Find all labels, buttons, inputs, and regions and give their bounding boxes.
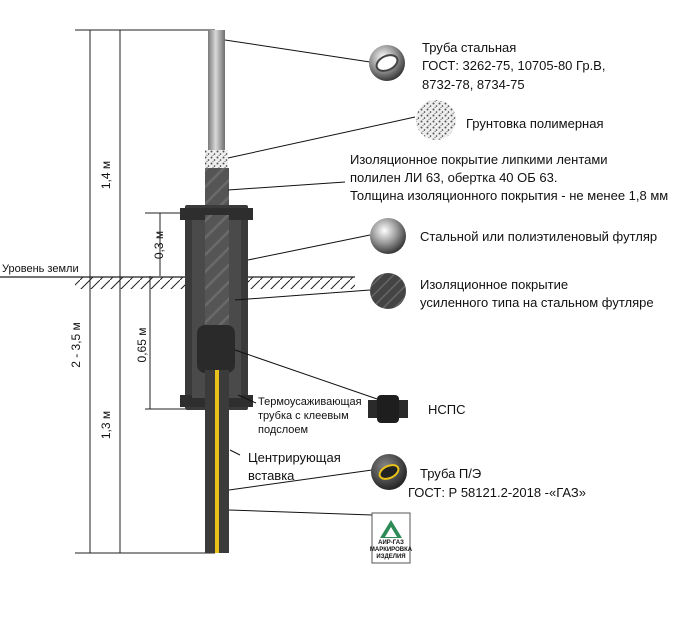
nsps-label: НСПС [428, 402, 466, 417]
ground-level [0, 276, 355, 289]
pe-pipe-icon [371, 454, 407, 490]
primer-band [205, 150, 228, 170]
centering-label-2: вставка [248, 468, 295, 483]
reinforced-label-2: усиленного типа на стальном футляре [420, 295, 654, 310]
steel-pipe [208, 30, 225, 155]
reinforced-insulation-icon [370, 273, 406, 309]
primer-icon [416, 100, 456, 140]
dim-2-3-5m: 2 - 3,5 м [69, 322, 83, 368]
ground-label: Уровень земли [2, 263, 79, 275]
casing-icon [370, 218, 406, 254]
shrink-tube-label-2: трубка с клеевым [258, 410, 349, 422]
dim-0-65m: 0,65 м [135, 328, 149, 363]
pe-pipe-label-2: ГОСТ: Р 58121.2-2018 -«ГАЗ» [408, 485, 586, 500]
centering-label-1: Центрирующая [248, 450, 341, 465]
primer-label: Грунтовка полимерная [466, 116, 604, 131]
steel-pipe-icon [369, 45, 405, 81]
logo-brand: АИР-ГАЗ [378, 540, 404, 546]
logo-caption-2: ИЗДЕЛИЯ [376, 554, 405, 560]
dim-1-4m: 1,4 м [99, 161, 113, 189]
air-gaz-logo: АИР-ГАЗ МАРКИРОВКА ИЗДЕЛИЯ [370, 512, 413, 564]
dim-0-3m: 0,3 м [152, 231, 166, 259]
insulation-label-1: Изоляционное покрытие липкими лентами [350, 152, 608, 167]
dimension-lines [75, 29, 215, 554]
leader-lines [224, 39, 416, 516]
shrink-sleeve [197, 325, 235, 373]
dim-1-3m: 1,3 м [99, 411, 113, 439]
shrink-tube-label-3: подслоем [258, 424, 308, 436]
logo-caption-1: МАРКИРОВКА [370, 547, 413, 553]
steel-pipe-label-1: Труба стальная [422, 40, 516, 55]
steel-pipe-label-2: ГОСТ: 3262-75, 10705-80 Гр.В, [422, 58, 605, 73]
insulation-label-3: Толщина изоляционного покрытия - не мене… [350, 188, 668, 203]
steel-pipe-label-3: 8732-78, 8734-75 [422, 77, 525, 92]
casing-label: Стальной или полиэтиленовый футляр [420, 229, 657, 244]
nsps-icon [368, 395, 408, 423]
shrink-tube-label-1: Термоусаживающая [258, 396, 362, 408]
pe-pipe-label-1: Труба П/Э [420, 466, 481, 481]
reinforced-label-1: Изоляционное покрытие [420, 277, 568, 292]
pe-pipe [205, 370, 229, 553]
insulation-label-2: полилен ЛИ 63, обертка 40 ОБ 63. [350, 170, 557, 185]
